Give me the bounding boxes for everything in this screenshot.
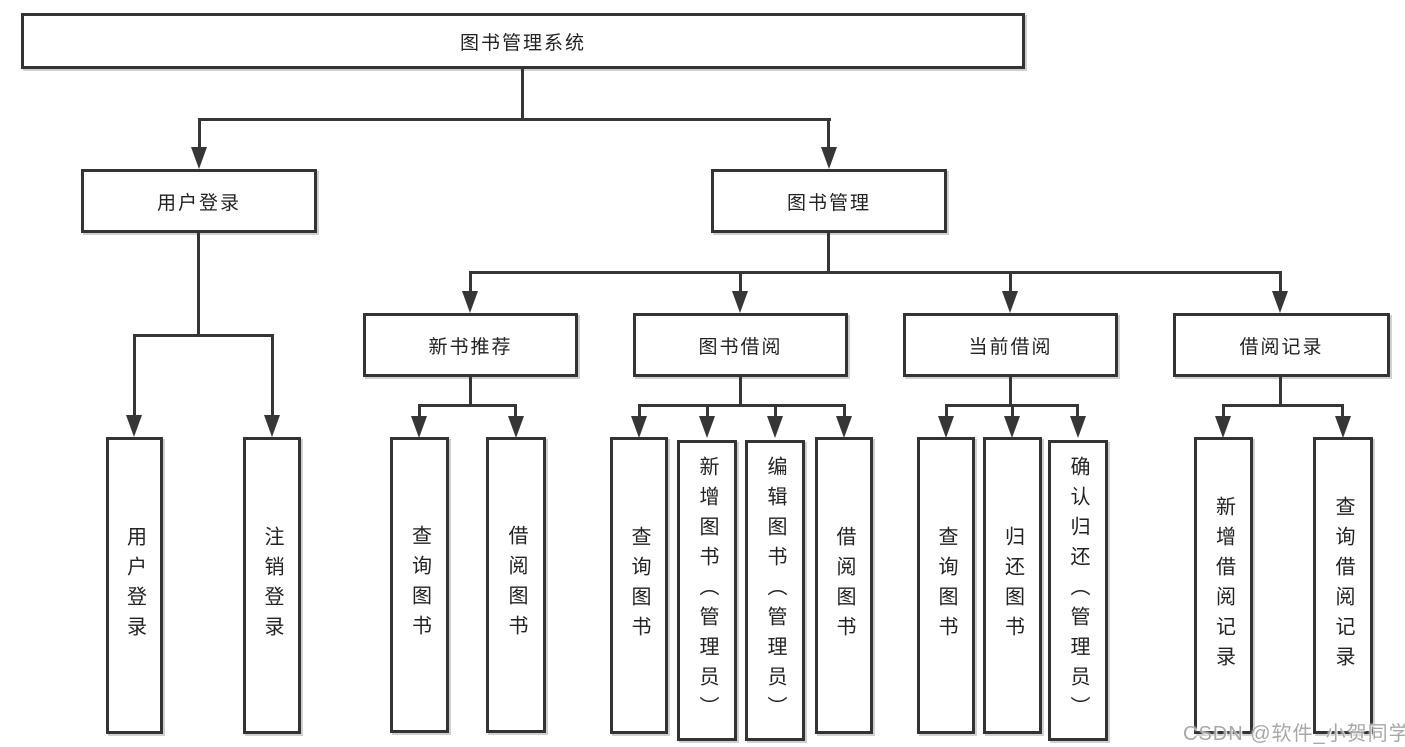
arrow-down-icon [1215,416,1231,438]
node-book-mgmt-label: 图书管理 [786,192,871,214]
arrow-down-icon [836,416,852,438]
connector-to-book-mgmt [827,118,830,150]
arrow-down-icon [411,416,427,438]
leaf-borrow-borrow: 借阅图书 [815,437,873,734]
connector-leaf [843,404,846,419]
arrow-down-icon [631,416,647,438]
arrow-down-icon [1002,291,1018,313]
connector-book-borrow-stem [739,377,742,406]
connector-user-login-horizontal [133,334,274,337]
connector-leaf [1222,404,1225,419]
arrow-down-icon [508,416,524,438]
arrow-down-icon [1070,416,1086,438]
csdn-watermark: CSDN @软件_小贺同学 [1183,723,1405,745]
connector-book-mgmt-stem [827,233,830,272]
connector-leaf [945,404,948,419]
leaf-user-login: 用户登录 [106,437,163,734]
arrow-down-icon [821,147,837,169]
arrow-down-icon [938,416,954,438]
connector-level2-horizontal [198,118,831,121]
arrow-down-icon [1335,416,1351,438]
arrow-down-icon [264,415,280,437]
connector-leaf [1011,404,1014,419]
leaf-records-add-label: 新增借阅记录 [1212,495,1235,676]
connector-to-book-borrow [739,271,742,293]
leaf-current-confirm-admin: 确认归还（管理员） [1048,440,1108,741]
connector-to-current-borrow [1009,271,1012,293]
node-current-borrow: 当前借阅 [903,313,1118,377]
connector-new-books-stem [469,377,472,406]
connector-leaf [638,404,641,419]
connector-leaf [774,404,777,419]
leaf-newbooks-borrow: 借阅图书 [486,437,546,733]
connector-current-borrow-stem [1009,377,1012,406]
leaf-records-query: 查询借阅记录 [1313,437,1373,734]
leaf-current-return: 归还图书 [983,437,1042,734]
leaf-newbooks-borrow-label: 借阅图书 [505,525,527,645]
node-user-login-label: 用户登录 [156,192,241,214]
connector-leaf [514,404,517,419]
node-root-label: 图书管理系统 [459,32,586,54]
arrow-down-icon [767,416,783,438]
leaf-borrow-edit-admin-label: 编辑图书（管理员） [764,455,786,726]
node-new-books: 新书推荐 [363,313,578,377]
arrow-down-icon [1004,416,1020,438]
leaf-logout-label: 注销登录 [261,525,283,646]
node-book-mgmt: 图书管理 [711,169,947,233]
leaf-records-query-label: 查询借阅记录 [1332,495,1354,676]
leaf-newbooks-query: 查询图书 [390,437,449,733]
connector-new-books-horizontal [418,404,517,407]
node-book-borrow: 图书借阅 [633,313,848,377]
connector-to-borrow-records [1279,271,1282,293]
leaf-current-return-label: 归还图书 [1001,525,1024,646]
node-borrow-records-label: 借阅记录 [1239,336,1324,358]
leaf-current-confirm-admin-label: 确认归还（管理员） [1067,455,1089,726]
leaf-newbooks-query-label: 查询图书 [408,525,431,645]
node-borrow-records: 借阅记录 [1173,313,1390,377]
node-book-borrow-label: 图书借阅 [698,336,783,358]
connector-to-user-login [198,118,201,150]
leaf-borrow-edit-admin: 编辑图书（管理员） [745,440,805,741]
leaf-borrow-query-label: 查询图书 [628,525,650,646]
leaf-records-add: 新增借阅记录 [1194,437,1253,734]
connector-to-leaf-login [133,334,136,417]
arrow-down-icon [1272,291,1288,313]
leaf-borrow-query: 查询图书 [610,437,668,734]
connector-borrow-records-stem [1279,377,1282,406]
node-user-login: 用户登录 [81,169,317,233]
arrow-down-icon [699,416,715,438]
node-root: 图书管理系统 [21,13,1025,69]
leaf-logout: 注销登录 [243,437,301,734]
connector-leaf [1076,404,1079,419]
connector-leaf [706,404,709,419]
leaf-user-login-label: 用户登录 [123,525,146,646]
leaf-borrow-add-admin: 新增图书（管理员） [677,440,737,741]
connector-to-new-books [469,271,472,293]
arrow-down-icon [732,291,748,313]
node-new-books-label: 新书推荐 [428,336,513,358]
leaf-current-query-label: 查询图书 [935,525,957,646]
leaf-borrow-add-admin-label: 新增图书（管理员） [696,455,718,726]
arrow-down-icon [191,147,207,169]
leaf-borrow-borrow-label: 借阅图书 [833,525,855,646]
leaf-current-query: 查询图书 [917,437,975,734]
connector-root-stem [521,69,524,119]
arrow-down-icon [462,291,478,313]
connector-borrow-records-horizontal [1222,404,1344,407]
arrow-down-icon [126,415,142,437]
connector-level3-horizontal [469,271,1282,274]
node-current-borrow-label: 当前借阅 [968,336,1053,358]
connector-leaf [1341,404,1344,419]
connector-leaf [418,404,421,419]
connector-book-borrow-horizontal [638,404,845,407]
connector-to-leaf-logout [271,334,274,417]
connector-user-login-stem [197,233,200,335]
